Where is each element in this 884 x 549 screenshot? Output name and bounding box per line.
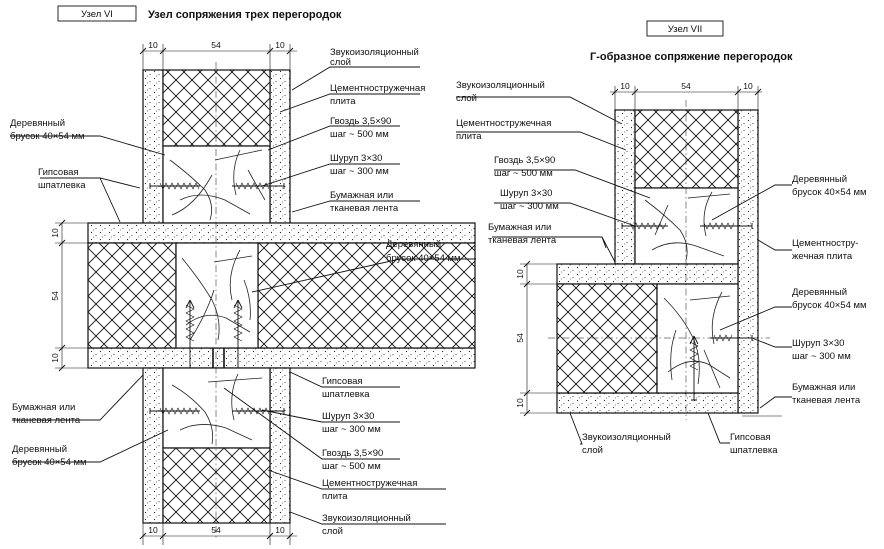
label-vi-cement-board-bottom-2: плита <box>322 491 348 502</box>
label-vii-gypsum-bottom-2: шпатлевка <box>730 445 778 456</box>
node-vi-tag: Узел VI <box>81 9 113 20</box>
node-vii-dim-top-3: 10 <box>743 81 753 91</box>
label-vii-sound-layer-bottom-1: Звукоизоляционный <box>582 432 671 443</box>
node-vii-tag: Узел VII <box>668 24 703 35</box>
label-vi-nail-top-2: шаг ~ 500 мм <box>330 129 389 140</box>
label-vii-gypsum-bottom-1: Гипсовая <box>730 432 771 443</box>
node-vii-dim-side-3: 10 <box>515 398 525 408</box>
node-vii-labels: Звукоизоляционный слой Цементностружечна… <box>456 80 867 456</box>
label-vii-sound-layer-bottom-2: слой <box>582 445 603 456</box>
label-vi-screw-top-2: шаг ~ 300 мм <box>330 166 389 177</box>
label-vii-cement-board-right-2: жечная плита <box>792 251 853 262</box>
node-vi-dim-side-3: 10 <box>50 353 60 363</box>
label-vii-screw-right-1: Шуруп 3×30 <box>792 338 844 349</box>
label-vi-wood-bottom-1: Деревянный <box>12 444 67 455</box>
label-vi-cement-board-bottom-1: Цементностружечная <box>322 478 417 489</box>
node-vi-dim-top-3: 10 <box>275 40 285 50</box>
node-vi: Узел VI Узел сопряжения трех перегородок… <box>10 5 476 545</box>
node-vii-side-dimensions: 10 54 10 <box>515 260 557 417</box>
node-vii-horizontal-partition <box>556 263 753 414</box>
node-vi-dim-side-2: 54 <box>50 291 60 301</box>
label-vii-tape-right-1: Бумажная или <box>792 382 855 393</box>
label-vii-wood-right-1-a: Деревянный <box>792 174 847 185</box>
node-vii-dim-side-2: 54 <box>515 333 525 343</box>
label-vii-tape-left-1: Бумажная или <box>488 222 551 233</box>
node-vii-leaders <box>456 96 792 445</box>
label-vi-screw-bottom-2: шаг ~ 300 мм <box>322 424 381 435</box>
node-vi-labels: Звукоизоляционный слой Цементностружечна… <box>10 47 461 537</box>
label-vi-sound-layer-top-2: слой <box>330 57 351 68</box>
label-vii-sound-layer-1: Звукоизоляционный <box>456 80 545 91</box>
label-vi-tape-left-2: тканевая лента <box>12 415 81 426</box>
label-vi-wood-middle-1: Деревянный <box>386 239 441 250</box>
node-vi-leaders <box>10 66 476 525</box>
node-vi-title: Узел сопряжения трех перегородок <box>148 9 342 21</box>
node-vii-tag-box <box>646 20 724 37</box>
label-vi-screw-top-1: Шуруп 3×30 <box>330 153 382 164</box>
node-vi-dim-top-2: 54 <box>211 40 221 50</box>
node-vi-top-dimensions: 10 54 10 <box>139 40 297 70</box>
node-vi-dim-top-1: 10 <box>148 40 158 50</box>
label-vii-cement-board-1: Цементностружечная <box>456 118 551 129</box>
label-vi-cement-board-top-2: плита <box>330 96 356 107</box>
label-vi-gypsum-left-2: шпатлевка <box>38 180 86 191</box>
label-vi-nail-top-1: Гвоздь 3,5×90 <box>330 116 391 127</box>
label-vi-tape-right-2: тканевая лента <box>330 203 399 214</box>
node-vi-tag-box <box>57 5 137 22</box>
label-vi-cement-board-top-1: Цементностружечная <box>330 83 425 94</box>
label-vii-wood-right-2-a: Деревянный <box>792 287 847 298</box>
label-vi-wood-left-2: брусок 40×54 мм <box>10 131 85 142</box>
label-vii-cement-board-2: плита <box>456 131 482 142</box>
label-vi-gypsum-right-2: шпатлевка <box>322 389 370 400</box>
label-vi-tape-left-1: Бумажная или <box>12 402 75 413</box>
label-vi-wood-middle-2: брусок 40×54 мм <box>386 253 461 264</box>
node-vii-top-dimensions: 10 54 10 <box>610 81 762 110</box>
label-vii-cement-board-right-1: Цементностру- <box>792 238 858 249</box>
label-vii-nail-2: шаг ~ 500 мм <box>494 168 553 179</box>
node-vii-dim-top-1: 10 <box>620 81 630 91</box>
node-vi-dim-bottom-1: 10 <box>148 525 158 535</box>
label-vi-tape-right-1: Бумажная или <box>330 190 393 201</box>
node-vi-bottom-dimensions: 10 54 10 <box>139 523 297 545</box>
node-vi-top-partition <box>142 69 291 224</box>
label-vii-screw-left-1: Шуруп 3×30 <box>500 188 552 199</box>
node-vii-vertical-partition <box>614 109 759 414</box>
label-vii-wood-right-2-b: брусок 40×54 мм <box>792 300 867 311</box>
label-vi-wood-left-1: Деревянный <box>10 118 65 129</box>
label-vii-wood-right-1-b: брусок 40×54 мм <box>792 187 867 198</box>
label-vii-sound-layer-2: слой <box>456 93 477 104</box>
node-vii-dim-top-2: 54 <box>681 81 691 91</box>
node-vii-dim-side-1: 10 <box>515 269 525 279</box>
node-vi-dim-bottom-3: 10 <box>275 525 285 535</box>
label-vii-tape-left-2: тканевая лента <box>488 235 557 246</box>
label-vii-screw-left-2: шаг ~ 300 мм <box>500 201 559 212</box>
node-vi-side-dimensions: 10 54 10 <box>50 219 88 372</box>
node-vi-dim-side-1: 10 <box>50 228 60 238</box>
label-vii-screw-right-2: шаг ~ 300 мм <box>792 351 851 362</box>
label-vi-nail-bottom-2: шаг ~ 500 мм <box>322 461 381 472</box>
node-vii-title: Г-образное сопряжение перегородок <box>590 51 793 63</box>
label-vi-sound-layer-bottom-1: Звукоизоляционный <box>322 513 411 524</box>
label-vi-sound-layer-bottom-2: слой <box>322 526 343 537</box>
label-vi-sound-layer-top-1: Звукоизоляционный <box>330 47 419 58</box>
label-vi-gypsum-right-1: Гипсовая <box>322 376 363 387</box>
label-vi-wood-bottom-2: брусок 40×54 мм <box>12 457 87 468</box>
node-vi-dim-bottom-2: 54 <box>211 525 221 535</box>
node-vii: Узел VII Г-образное сопряжение перегород… <box>456 20 867 456</box>
label-vi-screw-bottom-1: Шуруп 3×30 <box>322 411 374 422</box>
label-vii-nail-1: Гвоздь 3,5×90 <box>494 155 555 166</box>
label-vii-tape-right-2: тканевая лента <box>792 395 861 406</box>
node-vi-bottom-partition <box>142 367 291 524</box>
node-vi-horizontal-partition <box>87 222 476 392</box>
label-vi-gypsum-left-1: Гипсовая <box>38 167 79 178</box>
label-vi-nail-bottom-1: Гвоздь 3,5×90 <box>322 448 383 459</box>
